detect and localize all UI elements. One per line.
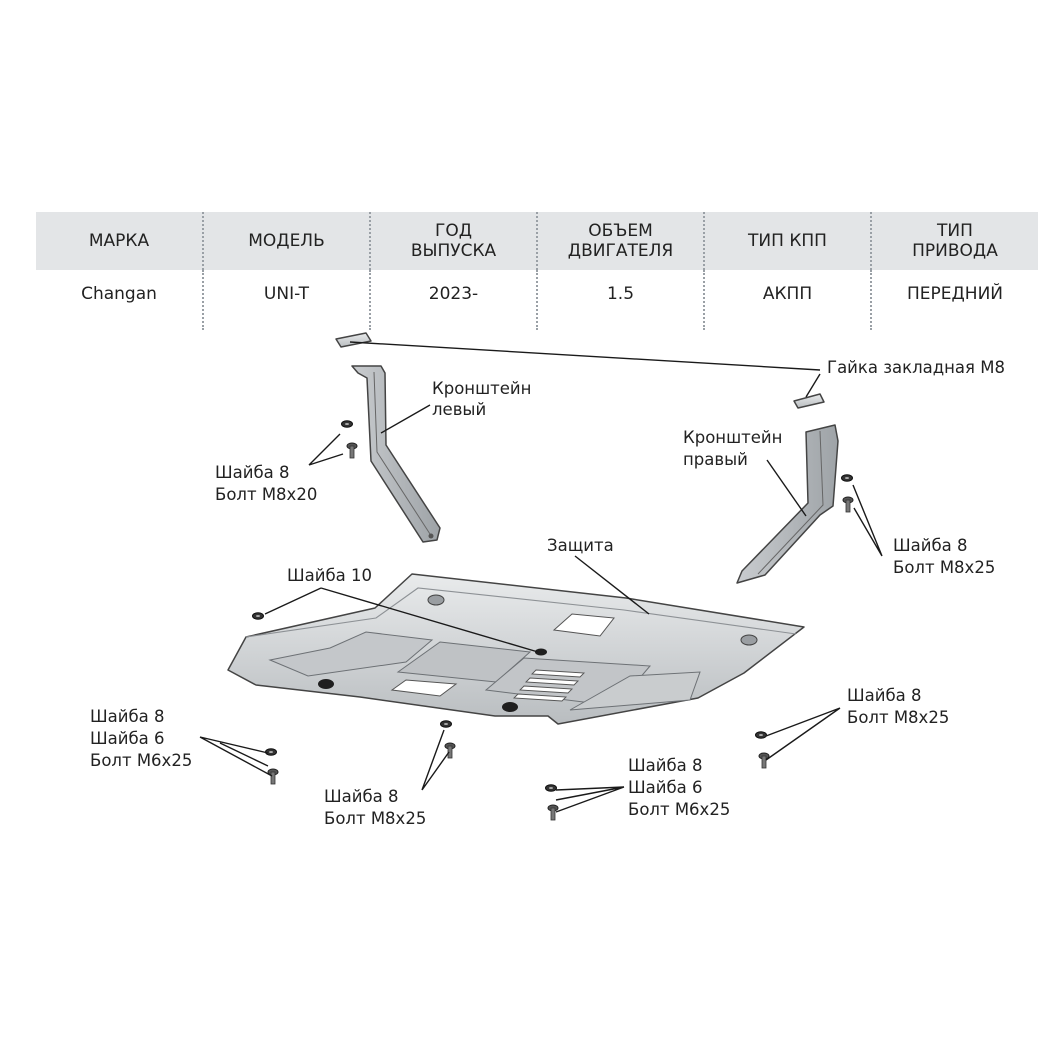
- label-bracket-right-line2: правый: [683, 450, 748, 469]
- skid-plate-shield: [227, 573, 805, 725]
- header-model: МОДЕЛЬ: [202, 212, 370, 270]
- label-fastener-right-bracket-line2: Болт М8х25: [893, 558, 995, 577]
- label-nut: Гайка закладная М8: [827, 358, 1005, 377]
- label-fastener-left-bracket-line2: Болт М8х20: [215, 485, 317, 504]
- header-drive-type: ТИП ПРИВОДА: [870, 212, 1038, 270]
- label-fastener-bottom-right: Шайба 8 Шайба 6 Болт М6х25: [628, 756, 730, 819]
- label-fastener-far-left-line3: Болт М6х25: [90, 751, 192, 770]
- label-fastener-right-line1: Шайба 8: [847, 686, 922, 705]
- spec-value-row: Changan UNI-T 2023- 1.5 АКПП ПЕРЕДНИЙ: [36, 270, 1038, 330]
- value-drive-type: ПЕРЕДНИЙ: [870, 270, 1038, 330]
- header-brand: МАРКА: [36, 212, 203, 270]
- fastener-left-bracket-icons: [341, 420, 358, 459]
- fastener-bottom-center-icons: [440, 720, 456, 759]
- value-engine-volume: 1.5: [536, 270, 704, 330]
- label-bracket-left: Кронштейн левый: [432, 379, 537, 419]
- label-fastener-right: Шайба 8 Болт М8х25: [847, 686, 949, 727]
- label-fastener-bottom-center-line2: Болт М8х25: [324, 809, 426, 828]
- label-washer-10: Шайба 10: [287, 566, 372, 585]
- label-fastener-far-left-line1: Шайба 8: [90, 707, 165, 726]
- label-fastener-far-left: Шайба 8 Шайба 6 Болт М6х25: [90, 707, 192, 770]
- embedded-nut-left: [335, 332, 372, 348]
- label-fastener-far-left-line2: Шайба 6: [90, 729, 165, 748]
- label-bracket-right-line1: Кронштейн: [683, 428, 782, 447]
- header-engine-volume: ОБЪЕМ ДВИГАТЕЛЯ: [536, 212, 704, 270]
- label-fastener-right-line2: Болт М8х25: [847, 708, 949, 727]
- label-fastener-bottom-right-line2: Шайба 6: [628, 778, 703, 797]
- label-fastener-bottom-center: Шайба 8 Болт М8х25: [324, 787, 426, 828]
- header-gearbox-type: ТИП КПП: [703, 212, 871, 270]
- spec-table: МАРКА МОДЕЛЬ ГОД ВЫПУСКА ОБЪЕМ ДВИГАТЕЛЯ…: [36, 212, 1038, 330]
- bracket-right: [736, 424, 839, 584]
- fastener-right-bracket-icons: [841, 474, 854, 513]
- value-brand: Changan: [81, 284, 157, 304]
- label-fastener-bottom-right-line1: Шайба 8: [628, 756, 703, 775]
- label-shield: Защита: [547, 536, 614, 555]
- bracket-left: [351, 365, 441, 543]
- washer-10-icon: [252, 612, 264, 620]
- label-fastener-bottom-center-line1: Шайба 8: [324, 787, 399, 806]
- label-bracket-left-line1: Кронштейн: [432, 379, 531, 398]
- embedded-nut-right: [793, 393, 825, 409]
- leader-lines: [199, 341, 883, 813]
- spec-header-row: МАРКА МОДЕЛЬ ГОД ВЫПУСКА ОБЪЕМ ДВИГАТЕЛЯ…: [36, 212, 1038, 270]
- value-model: UNI-T: [202, 270, 370, 330]
- label-fastener-left-bracket: Шайба 8 Болт М8х20: [215, 463, 317, 504]
- value-gearbox-type: АКПП: [703, 270, 871, 330]
- label-fastener-left-bracket-line1: Шайба 8: [215, 463, 290, 482]
- value-year: 2023-: [369, 270, 537, 330]
- header-year: ГОД ВЫПУСКА: [369, 212, 537, 270]
- label-fastener-right-bracket-line1: Шайба 8: [893, 536, 968, 555]
- label-bracket-right: Кронштейн правый: [683, 428, 788, 469]
- label-fastener-bottom-right-line3: Болт М6х25: [628, 800, 730, 819]
- label-fastener-right-bracket: Шайба 8 Болт М8х25: [893, 536, 995, 577]
- label-bracket-left-line2: левый: [432, 400, 486, 419]
- fastener-right-icons: [755, 731, 770, 769]
